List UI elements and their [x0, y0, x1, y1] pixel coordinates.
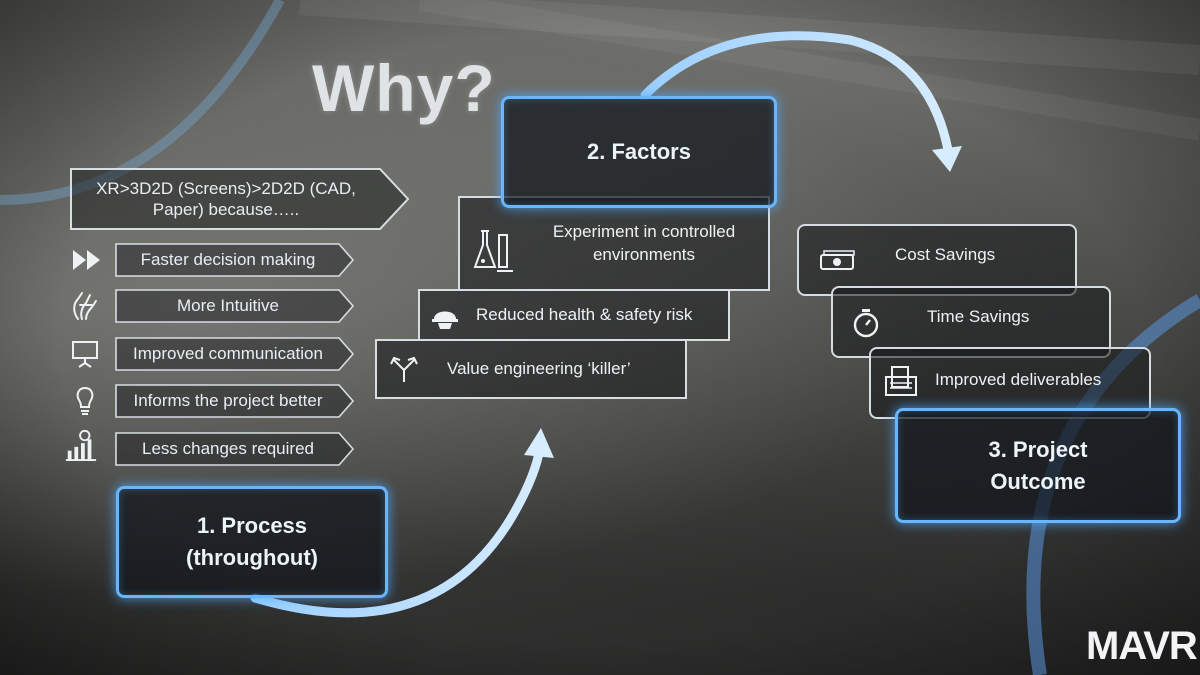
lab-flask-icon	[472, 226, 516, 274]
lightbulb-icon	[68, 384, 102, 418]
outcome-item-label: Time Savings	[927, 307, 1030, 326]
stopwatch-icon	[849, 306, 883, 340]
factor-item-label: Experiment in controlled environments	[552, 222, 736, 264]
process-item-label: More Intuitive	[176, 296, 280, 316]
process-item: Less changes required	[115, 432, 355, 466]
factor-item-label: Value engineering ‘killer’	[447, 359, 631, 378]
process-item: More Intuitive	[115, 289, 355, 323]
outcome-item-label: Cost Savings	[895, 245, 996, 264]
lead-statement: XR>3D2D (Screens)>2D2D (CAD, Paper) beca…	[70, 168, 410, 230]
process-item-label: Informs the project better	[133, 391, 323, 411]
process-item: Improved communication	[115, 337, 355, 371]
process-item: Informs the project better	[115, 384, 355, 418]
process-item: Faster decision making	[115, 243, 355, 277]
factor-item-experiment: Experiment in controlled environments	[458, 196, 770, 291]
stage-factors: 2. Factors	[501, 96, 777, 208]
safety-helmet-icon	[428, 299, 462, 333]
fast-forward-icon	[70, 243, 104, 277]
lead-text: XR>3D2D (Screens)>2D2D (CAD, Paper) beca…	[96, 178, 356, 219]
presentation-board-icon	[68, 337, 102, 371]
stage-outcome: 3. Project Outcome	[895, 408, 1181, 523]
chart-growth-icon	[64, 428, 98, 462]
factor-item-value-engineering: Value engineering ‘killer’	[375, 339, 687, 399]
process-item-label: Improved communication	[133, 344, 323, 364]
outcome-item-label: Improved deliverables	[935, 370, 1102, 389]
process-item-label: Less changes required	[141, 439, 314, 459]
factor-item-label: Reduced health & safety risk	[476, 305, 693, 324]
hand-gesture-icon	[68, 288, 102, 322]
process-item-label: Faster decision making	[140, 250, 316, 270]
stage-process: 1. Process (throughout)	[116, 486, 388, 598]
factor-item-health-safety: Reduced health & safety risk	[418, 289, 730, 341]
stage-outcome-label: 3. Project Outcome	[988, 436, 1088, 494]
stage-factors-label: 2. Factors	[587, 139, 691, 165]
outcome-item-cost: Cost Savings	[797, 224, 1077, 296]
stage-process-label: 1. Process (throughout)	[186, 513, 318, 570]
slide-title: Why?	[312, 51, 496, 125]
documents-icon	[884, 364, 918, 398]
brand-logo: MAVR	[1086, 624, 1198, 668]
split-arrow-icon	[387, 352, 421, 386]
cash-icon	[818, 244, 858, 278]
